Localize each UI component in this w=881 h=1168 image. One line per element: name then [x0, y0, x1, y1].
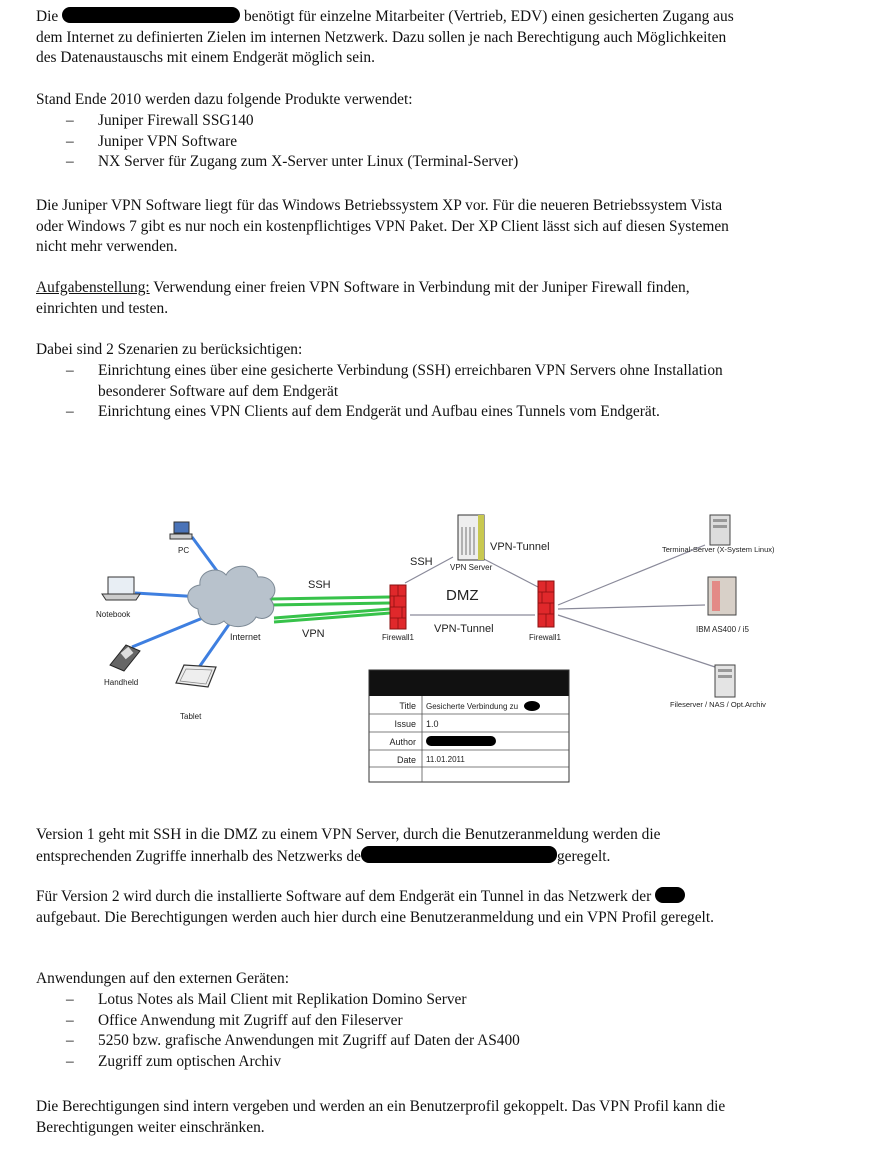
document-info-table: Title Gesicherte Verbindung zu Issue 1.0…: [368, 669, 570, 783]
intro-line-1: Die benötigt für einzelne Mitarbeiter (V…: [36, 7, 734, 25]
task-paragraph: Aufgabenstellung: Verwendung einer freie…: [36, 279, 690, 317]
terminal-server-icon: Terminal-Server (X-System Linux): [662, 514, 775, 554]
vpn-server-icon: VPN Server: [450, 514, 493, 572]
svg-text:PC: PC: [178, 546, 189, 555]
svg-text:VPN-Tunnel: VPN-Tunnel: [434, 623, 494, 635]
svg-text:Gesicherte Verbindung zu: Gesicherte Verbindung zu: [426, 702, 518, 711]
svg-text:Author: Author: [389, 737, 416, 747]
svg-text:IBM AS400 / i5: IBM AS400 / i5: [696, 625, 749, 634]
vpn-software-paragraph: Die Juniper VPN Software liegt für das W…: [36, 197, 729, 255]
redaction-bar: [62, 7, 241, 23]
svg-text:1.0: 1.0: [426, 719, 439, 729]
svg-text:11.01.2011: 11.01.2011: [426, 755, 465, 764]
svg-text:SSH: SSH: [410, 556, 433, 568]
svg-text:Tablet: Tablet: [180, 712, 202, 721]
svg-text:VPN-Tunnel: VPN-Tunnel: [490, 541, 550, 553]
scenarios-list: –Einrichtung eines über eine gesicherte …: [66, 361, 846, 423]
svg-text:SSH: SSH: [308, 579, 331, 591]
task-label: Aufgabenstellung:: [36, 279, 150, 296]
svg-text:Firewall1: Firewall1: [382, 633, 415, 642]
svg-text:Issue: Issue: [394, 719, 416, 729]
svg-text:VPN Server: VPN Server: [450, 563, 493, 572]
list-item: –Zugriff zum optischen Archiv: [66, 1052, 282, 1070]
list-item: –Juniper VPN Software: [66, 132, 238, 150]
svg-text:Date: Date: [397, 755, 416, 765]
firewall-right-icon: Firewall1: [529, 580, 562, 642]
permissions-paragraph: Die Berechtigungen sind intern vergeben …: [36, 1098, 726, 1136]
handheld-icon: Handheld: [104, 644, 141, 687]
svg-text:Handheld: Handheld: [104, 678, 138, 687]
version1-paragraph: Version 1 geht mit SSH in die DMZ zu ein…: [36, 826, 661, 865]
svg-text:Firewall1: Firewall1: [529, 633, 562, 642]
intro-line-2: dem Internet zu definierten Zielen im in…: [36, 28, 727, 46]
products-list: –Juniper Firewall SSG140 –Juniper VPN So…: [66, 111, 846, 173]
fileserver-icon: Fileserver / NAS / Opt.Archiv: [670, 664, 766, 709]
list-item: –Einrichtung eines VPN Clients auf dem E…: [66, 403, 660, 420]
list-item: –Juniper Firewall SSG140: [66, 112, 254, 129]
internet-cloud: Internet: [187, 565, 276, 642]
firewall-left-icon: Firewall1: [382, 584, 415, 642]
redaction-bar: [524, 701, 540, 711]
tunnel-links: [269, 595, 391, 624]
svg-text:Fileserver / NAS / Opt.Archiv: Fileserver / NAS / Opt.Archiv: [670, 700, 766, 709]
svg-text:Internet: Internet: [230, 632, 261, 642]
list-item: –5250 bzw. grafische Anwendungen mit Zug…: [66, 1032, 520, 1049]
intro-line-3: des Datenaustauschs mit einem Endgerät m…: [36, 49, 375, 66]
network-links: [404, 544, 716, 668]
redaction-bar: [426, 736, 496, 746]
notebook-icon: Notebook: [96, 576, 141, 619]
tablet-icon: Tablet: [175, 664, 217, 721]
version2-paragraph: Für Version 2 wird durch die installiert…: [36, 887, 714, 926]
svg-text:DMZ: DMZ: [446, 587, 479, 604]
pc-icon: PC: [169, 521, 193, 555]
svg-text:Notebook: Notebook: [96, 610, 131, 619]
list-item: –NX Server für Zugang zum X-Server unter…: [66, 153, 519, 170]
list-item: –Einrichtung eines über eine gesicherte …: [66, 362, 723, 400]
scenarios-intro: Dabei sind 2 Szenarien zu berücksichtige…: [36, 341, 303, 358]
intro-paragraph: Die benötigt für einzelne Mitarbeiter (V…: [36, 7, 836, 69]
svg-text:Terminal-Server (X-System Linu: Terminal-Server (X-System Linux): [662, 545, 775, 554]
applications-list: –Lotus Notes als Mail Client mit Replika…: [66, 990, 846, 1072]
products-intro: Stand Ende 2010 werden dazu folgende Pro…: [36, 91, 413, 108]
list-item: –Office Anwendung mit Zugriff auf den Fi…: [66, 1011, 403, 1029]
redaction-bar: [655, 887, 686, 903]
network-diagram: Internet PC Notebook Handheld Tablet SSH: [96, 514, 775, 783]
ibm-as400-icon: IBM AS400 / i5: [696, 576, 749, 634]
svg-text:VPN: VPN: [302, 628, 325, 640]
applications-intro: Anwendungen auf den externen Geräten:: [36, 970, 289, 987]
svg-text:Title: Title: [399, 701, 416, 711]
redaction-bar: [360, 845, 557, 863]
list-item: –Lotus Notes als Mail Client mit Replika…: [66, 991, 467, 1008]
